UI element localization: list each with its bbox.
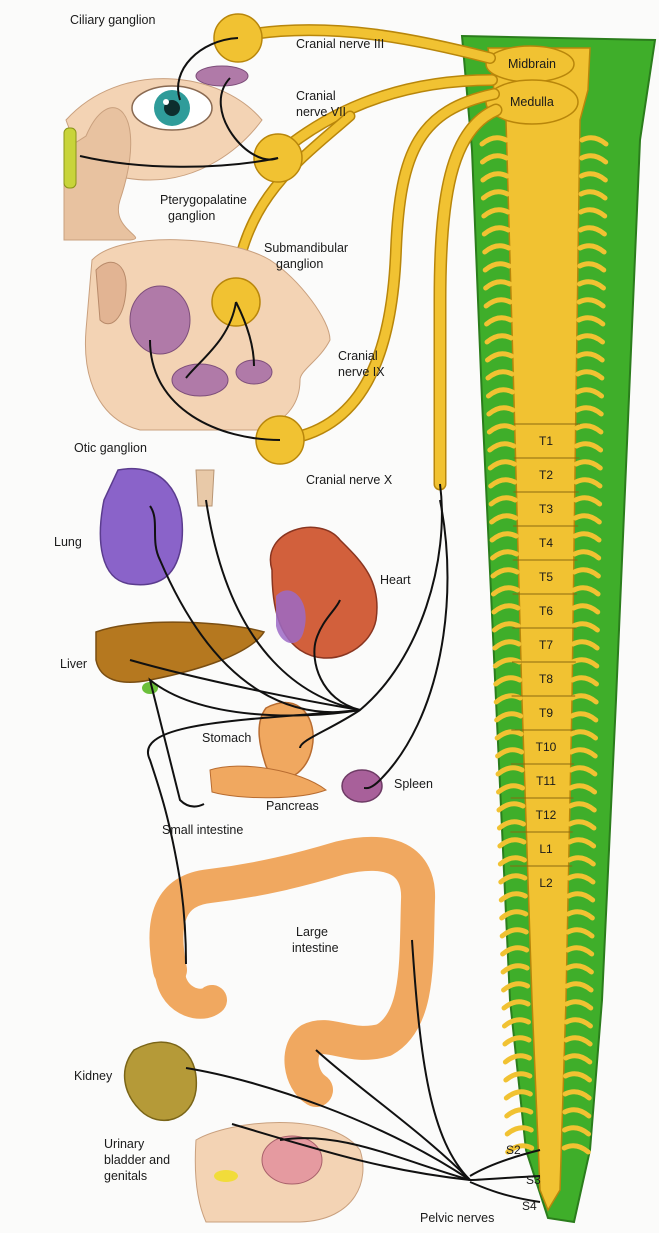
kidney-shape	[125, 1042, 197, 1120]
pterygopalatine-label-line1: Pterygopalatine	[160, 193, 247, 207]
heart-label: Heart	[380, 573, 411, 587]
cranial-nerve-iii-label: Cranial nerve III	[296, 37, 384, 51]
liver-label: Liver	[60, 657, 87, 671]
spinal-segment-l1-label: L1	[539, 842, 553, 856]
ciliary-ganglion-label: Ciliary ganglion	[70, 13, 156, 27]
large-intestine-shape	[166, 854, 418, 1090]
cranial-nerve-ix-label-line1: Cranial	[338, 349, 378, 363]
sacral-s3-label: S3	[526, 1173, 541, 1187]
lung-label: Lung	[54, 535, 82, 549]
sacral-s4-label: S4	[522, 1199, 537, 1213]
cranial-nerve-vii-label-line1: Cranial	[296, 89, 336, 103]
cranial-nerve-ix-label-line2: nerve IX	[338, 365, 385, 379]
sacral-s2-label: S2	[506, 1143, 521, 1157]
midbrain-label: Midbrain	[508, 57, 556, 71]
kidney-label: Kidney	[74, 1069, 113, 1083]
lacrimal-gland-icon	[196, 66, 248, 86]
urinary-label-line2: bladder and	[104, 1153, 170, 1167]
submandibular-label-line1: Submandibular	[264, 241, 348, 255]
spinal-cord: Midbrain Medulla T1T2T3T4T5T6T7T8T9T10T1…	[462, 36, 655, 1222]
otic-ganglion-label: Otic ganglion	[74, 441, 147, 455]
organs	[96, 469, 418, 1222]
urinary-label-line3: genitals	[104, 1169, 147, 1183]
medulla-label: Medulla	[510, 95, 554, 109]
stomach-label: Stomach	[202, 731, 251, 745]
spinal-segment-t10-label: T10	[536, 740, 557, 754]
eye-illustration	[64, 66, 262, 240]
nasal-mucosa-icon	[64, 128, 76, 188]
lung-shape	[100, 469, 182, 585]
pelvic-nerves-label: Pelvic nerves	[420, 1211, 494, 1225]
spinal-segment-t4-label: T4	[539, 536, 553, 550]
spinal-segment-t9-label: T9	[539, 706, 553, 720]
spleen-label: Spleen	[394, 777, 433, 791]
spinal-segment-t3-label: T3	[539, 502, 553, 516]
pterygopalatine-label-line2: ganglion	[168, 209, 215, 223]
cranial-nerve-x-label: Cranial nerve X	[306, 473, 393, 487]
urinary-label-line1: Urinary	[104, 1137, 145, 1151]
cranial-nerve-vii-label-line2: nerve VII	[296, 105, 346, 119]
large-intestine-label-line2: intestine	[292, 941, 339, 955]
spinal-segment-t11-label: T11	[536, 774, 556, 788]
spinal-segment-l2-label: L2	[539, 876, 553, 890]
spinal-segment-t6-label: T6	[539, 604, 553, 618]
large-intestine-label-line1: Large	[296, 925, 328, 939]
spinal-segment-t12-label: T12	[536, 808, 557, 822]
spinal-segment-t2-label: T2	[539, 468, 553, 482]
pancreas-label: Pancreas	[266, 799, 319, 813]
salivary-gland-icon	[130, 286, 190, 354]
spinal-segment-t7-label: T7	[539, 638, 553, 652]
spinal-segment-t1-label: T1	[539, 434, 553, 448]
spinal-segment-t8-label: T8	[539, 672, 553, 686]
spinal-segment-t5-label: T5	[539, 570, 553, 584]
submandibular-label-line2: ganglion	[276, 257, 323, 271]
small-intestine-label: Small intestine	[162, 823, 243, 837]
spleen-shape	[342, 770, 382, 802]
